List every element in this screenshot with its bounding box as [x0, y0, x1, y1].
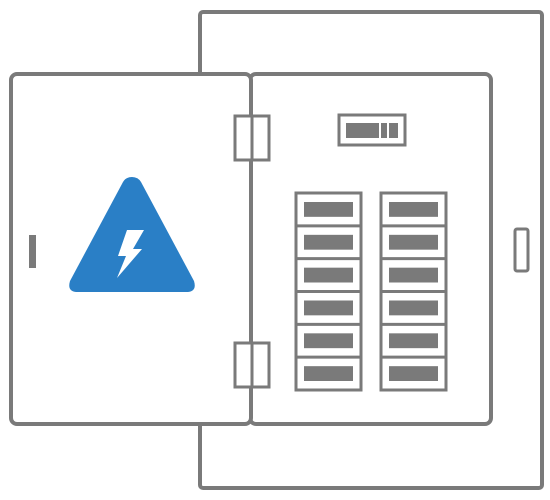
breaker-switch [389, 300, 438, 316]
lightning-bolt-icon [117, 230, 144, 278]
breaker-switch [304, 333, 353, 349]
breaker-switch [304, 267, 353, 283]
breaker-switch [304, 234, 353, 250]
breaker-switch [389, 267, 438, 283]
breaker-switch [389, 366, 438, 381]
enclosure-latch-slot [513, 227, 530, 273]
breaker-switch [389, 202, 438, 217]
main-breaker-handle [346, 123, 398, 138]
breaker-column-left [294, 191, 363, 392]
breaker-switch [304, 366, 353, 381]
door-handle [29, 235, 36, 268]
breaker-column-right [379, 191, 448, 392]
breaker-switch [389, 234, 438, 250]
breaker-switch [389, 333, 438, 349]
main-breaker-switch [337, 113, 407, 147]
high-voltage-warning-icon [69, 177, 195, 292]
breaker-switch [304, 202, 353, 217]
breaker-switch [304, 300, 353, 316]
